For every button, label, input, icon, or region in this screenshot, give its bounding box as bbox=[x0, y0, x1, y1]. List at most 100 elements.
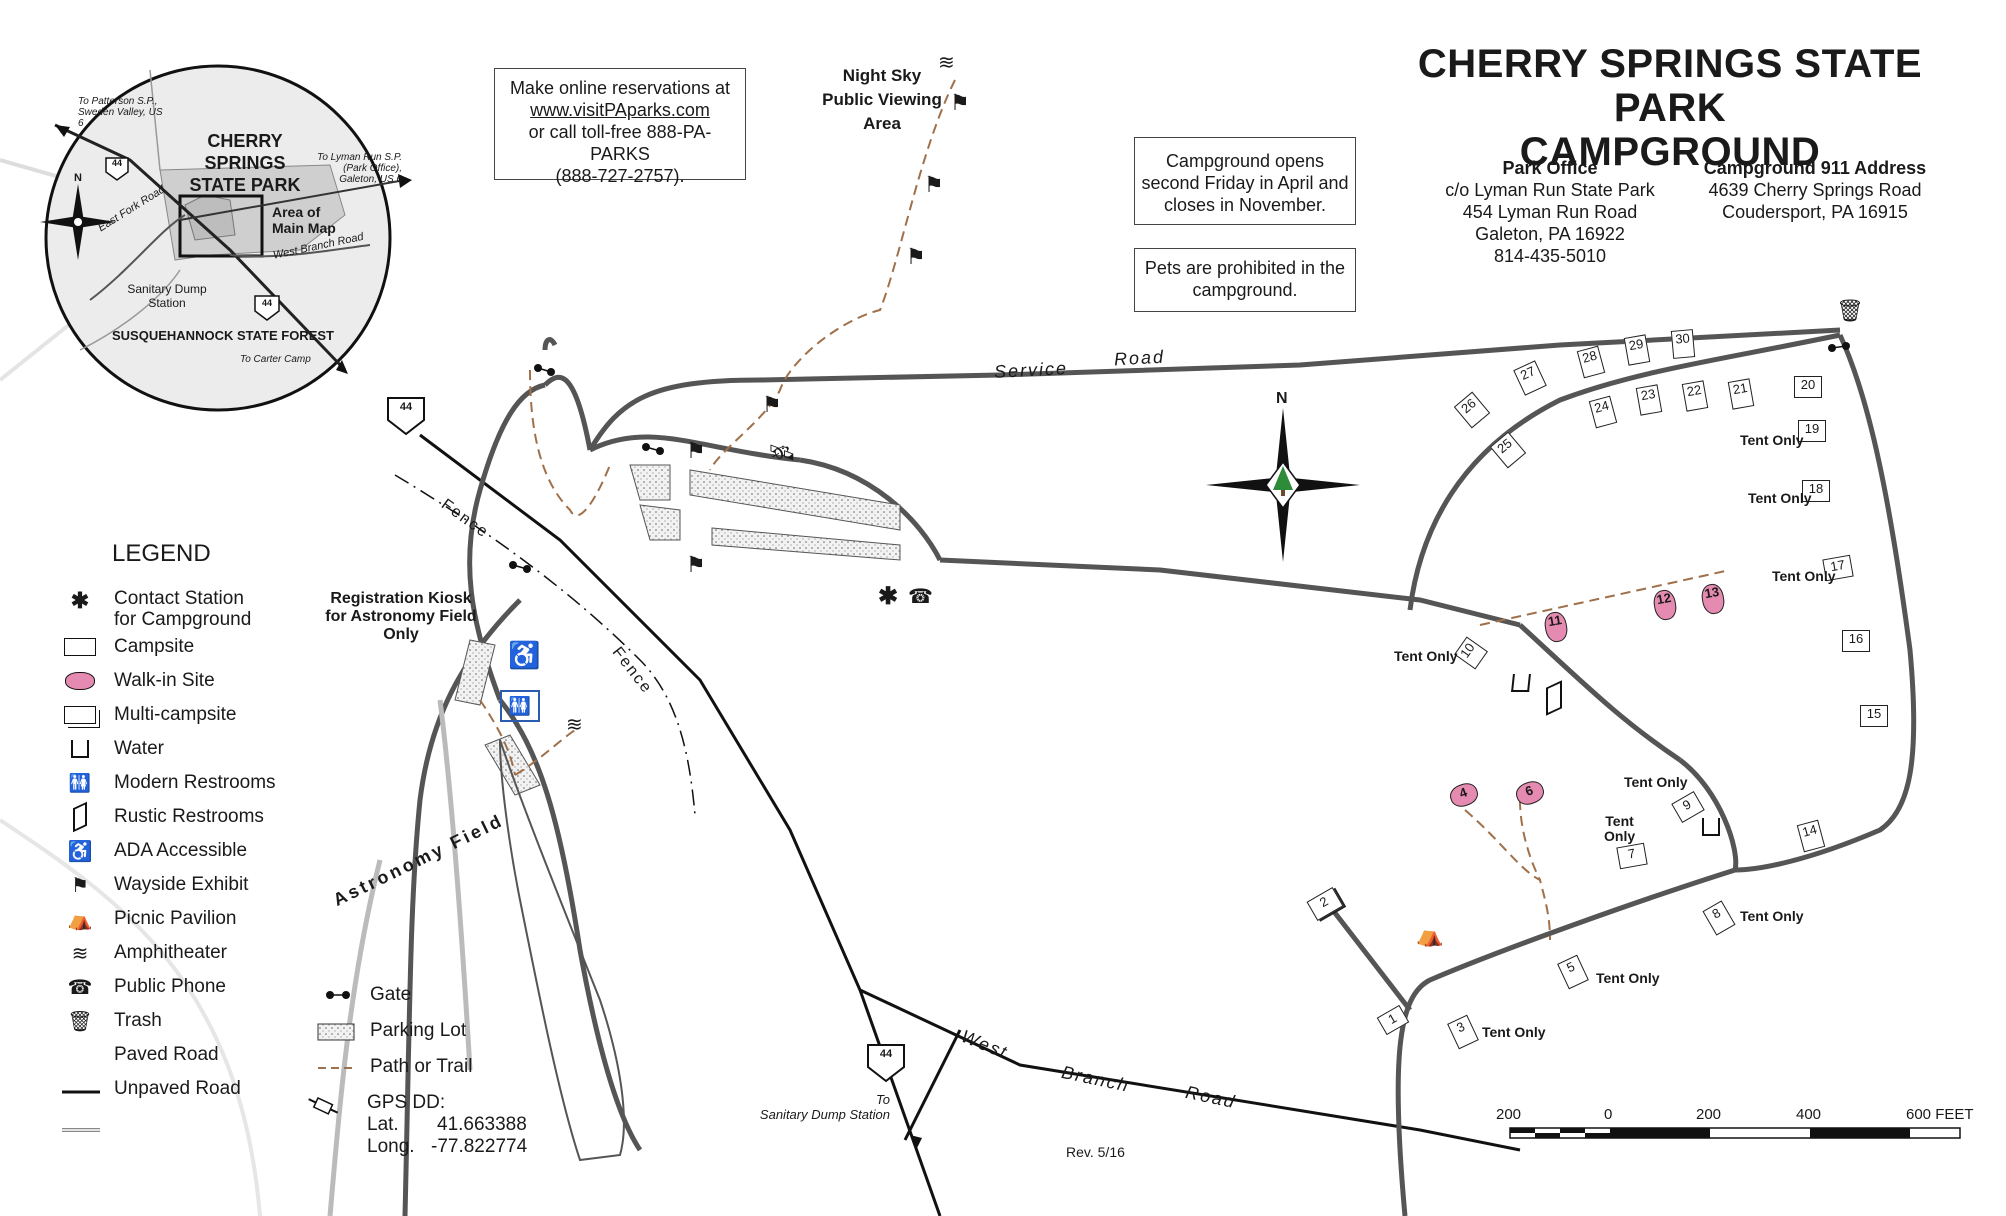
reservations-box: Make online reservations at www.visitPAp… bbox=[494, 68, 746, 186]
inset-map bbox=[40, 64, 412, 412]
arrow-e bbox=[398, 174, 412, 188]
compass-north-label: N bbox=[1276, 390, 1288, 407]
campsite-marker[interactable]: 20 bbox=[1794, 376, 1822, 398]
tent-only-label: Tent Only bbox=[1748, 490, 1812, 506]
walkin-site-icon bbox=[60, 672, 100, 690]
campsite-marker[interactable]: 23 bbox=[1635, 384, 1663, 416]
address-911-line-1: 4639 Cherry Springs Road bbox=[1708, 180, 1922, 200]
route-44 bbox=[419, 433, 942, 1216]
reservations-line-2: or call toll-free 888-PA-PARKS bbox=[528, 122, 712, 164]
park-office-phone: 814-435-5010 bbox=[1493, 246, 1607, 266]
amphitheater-icon: ≋ bbox=[566, 714, 583, 736]
connector-road bbox=[903, 1029, 962, 1141]
wheelchair-icon: ♿ bbox=[508, 640, 541, 670]
night-sky-label: Night Sky Public Viewing Area bbox=[822, 66, 942, 133]
legend-item-wayside-exhibit: ⚑ Wayside Exhibit bbox=[60, 868, 276, 902]
inset-north-label: N bbox=[74, 172, 82, 184]
wayside-exhibit-icon: ⚑ bbox=[950, 90, 970, 115]
inset-road bbox=[179, 179, 406, 221]
title-line-1: CHERRY SPRINGS STATE PARK bbox=[1417, 42, 1923, 130]
route-44-shield-north bbox=[387, 397, 425, 436]
tent-only-label: Tent Only bbox=[1624, 774, 1688, 790]
inset-to-patterson: To Patterson S.P., Sweden Valley, US 6 bbox=[78, 96, 163, 129]
picnic-pavilion-icon[interactable]: ⛺ bbox=[1416, 922, 1444, 947]
title-line-2: CAMPGROUND bbox=[1519, 130, 1821, 174]
parking-lot bbox=[639, 504, 681, 541]
faint-road bbox=[0, 818, 262, 1216]
arrow-to-dump bbox=[910, 1135, 922, 1150]
legend-item-campsite: Campsite bbox=[60, 630, 276, 664]
pets-note: Pets are prohibited in the campground. bbox=[1134, 248, 1356, 312]
scale-label-0: 0 bbox=[1604, 1106, 1613, 1123]
wayside-exhibit-icon: ⚑ bbox=[762, 392, 782, 417]
area-of-main-map-box bbox=[178, 194, 264, 258]
reservations-line-1: Make online reservations at bbox=[509, 78, 731, 98]
scale-label-600: 600 FEET bbox=[1906, 1106, 1974, 1123]
inset-route-44-shield-a bbox=[105, 157, 129, 181]
tent-only-label: Tent Only bbox=[1772, 568, 1836, 584]
wayside-exhibit-icon: ⚑ bbox=[906, 244, 926, 269]
tent-only-label: Tent Only bbox=[1740, 432, 1804, 448]
asterisk-icon: ✱ bbox=[70, 588, 90, 613]
inset-dump-station: Sanitary Dump Station bbox=[127, 282, 207, 310]
water-icon[interactable] bbox=[1702, 818, 1720, 836]
legend-path-trail: Path or Trail bbox=[370, 1056, 473, 1077]
revision-label: Rev. 5/16 bbox=[1066, 1144, 1125, 1160]
wayside-exhibit-icon: ⚑ bbox=[686, 438, 706, 463]
contact-station-icon[interactable]: ✱ bbox=[878, 583, 899, 610]
gps-heading: GPS DD: bbox=[367, 1092, 446, 1113]
inset-faint bbox=[149, 69, 161, 171]
restroom-icon: 🚻 bbox=[68, 772, 92, 793]
amphitheater-icon: ≋ bbox=[938, 52, 955, 74]
inset-to-lyman: To Lyman Run S.P. (Park Office), Galeton… bbox=[317, 152, 402, 185]
tent-only-label-stacked: Tent Only bbox=[1604, 813, 1636, 844]
parking-lot bbox=[629, 464, 671, 501]
wheelchair-icon: ♿ bbox=[67, 840, 93, 863]
campsite-marker[interactable]: 30 bbox=[1670, 329, 1696, 359]
gate-icon bbox=[534, 364, 555, 376]
arrow-nw bbox=[55, 125, 70, 137]
gps-longitude: -77.822774 bbox=[431, 1136, 528, 1157]
campsite-marker[interactable]: 18 bbox=[1802, 480, 1830, 502]
route-44-shield-south bbox=[867, 1044, 905, 1083]
legend: ✱ Contact Station for Campground Campsit… bbox=[60, 588, 276, 1106]
inset-compass-icon bbox=[40, 184, 116, 260]
address-911-block: Campground 911 Address 4639 Cherry Sprin… bbox=[1690, 157, 1940, 223]
arrow-se bbox=[336, 360, 348, 374]
multi-campsite-icon bbox=[60, 706, 100, 724]
campsite-marker[interactable]: 15 bbox=[1860, 705, 1888, 727]
park-office-block: Park Office c/o Lyman Run State Park 454… bbox=[1430, 157, 1670, 267]
trash-icon[interactable]: 🗑 bbox=[1836, 298, 1864, 323]
campsite-marker[interactable]: 19 bbox=[1798, 420, 1826, 442]
park-office-line-2: 454 Lyman Run Road bbox=[1462, 202, 1638, 222]
parking-lot bbox=[711, 527, 901, 561]
astronomy-field-boundary bbox=[499, 739, 625, 1162]
inset-route-44-shield-b bbox=[254, 295, 280, 321]
campsite-marker[interactable]: 16 bbox=[1842, 630, 1870, 652]
reservations-link[interactable]: www.visitPAparks.com bbox=[530, 100, 710, 120]
legend-item-water: Water bbox=[60, 732, 276, 766]
trash-icon: 🗑 bbox=[67, 1010, 93, 1033]
scale-label-400: 400 bbox=[1796, 1106, 1822, 1123]
service-road-label-b: Road bbox=[1113, 346, 1166, 370]
gate-icon bbox=[326, 991, 350, 999]
legend-item-public-phone: ☎ Public Phone bbox=[60, 970, 276, 1004]
campsite-marker[interactable]: 29 bbox=[1623, 334, 1651, 366]
scale-label-200: 200 bbox=[1696, 1106, 1722, 1123]
park-office-line-1: c/o Lyman Run State Park bbox=[1445, 180, 1655, 200]
rustic-restroom-icon bbox=[60, 801, 100, 833]
wayside-exhibit-icon: ⚑ bbox=[686, 552, 706, 577]
scale-label-200-left: 200 bbox=[1496, 1106, 1522, 1123]
phone-icon[interactable]: ☎ bbox=[908, 586, 933, 608]
tent-only-label: Tent Only bbox=[1394, 648, 1458, 664]
water-icon[interactable] bbox=[1511, 674, 1531, 692]
campsite-marker[interactable]: 21 bbox=[1727, 378, 1755, 410]
season-note: Campground opens second Friday in April … bbox=[1134, 137, 1356, 225]
tent-only-label: Tent Only bbox=[1596, 970, 1660, 986]
address-911-heading: Campground 911 Address bbox=[1703, 158, 1927, 178]
wayside-exhibit-icon: ⚑ bbox=[924, 172, 944, 197]
inset-route-44 bbox=[54, 123, 347, 372]
unpaved-road bbox=[437, 699, 473, 1071]
campsite-marker[interactable]: 22 bbox=[1681, 380, 1709, 412]
inset-forest-label: SUSQUEHANNOCK STATE FOREST bbox=[112, 328, 334, 343]
